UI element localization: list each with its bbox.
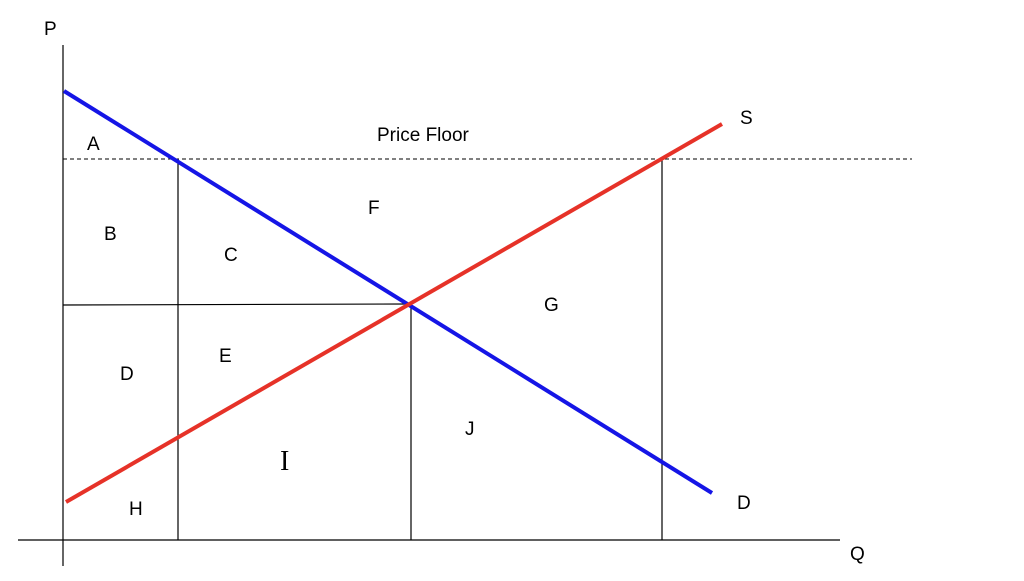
supply-curve xyxy=(65,122,723,504)
y-axis-label: P xyxy=(44,19,57,40)
demand-label: D xyxy=(737,493,751,514)
region-b-label: B xyxy=(104,224,117,245)
x-axis-label: Q xyxy=(850,544,865,565)
region-i-label: I xyxy=(280,446,289,477)
supply-label: S xyxy=(740,108,753,129)
region-g-label: G xyxy=(544,295,559,316)
region-j-label: J xyxy=(465,419,475,440)
region-a-label: A xyxy=(87,134,100,155)
equilibrium-price-line xyxy=(62,303,411,306)
price-floor-label: Price Floor xyxy=(377,125,470,146)
region-h-label: H xyxy=(129,499,143,520)
region-f-label: F xyxy=(368,198,380,219)
region-d-label: D xyxy=(120,364,134,385)
region-e-label: E xyxy=(219,346,232,367)
region-c-label: C xyxy=(224,245,238,266)
demand-curve xyxy=(62,89,714,495)
